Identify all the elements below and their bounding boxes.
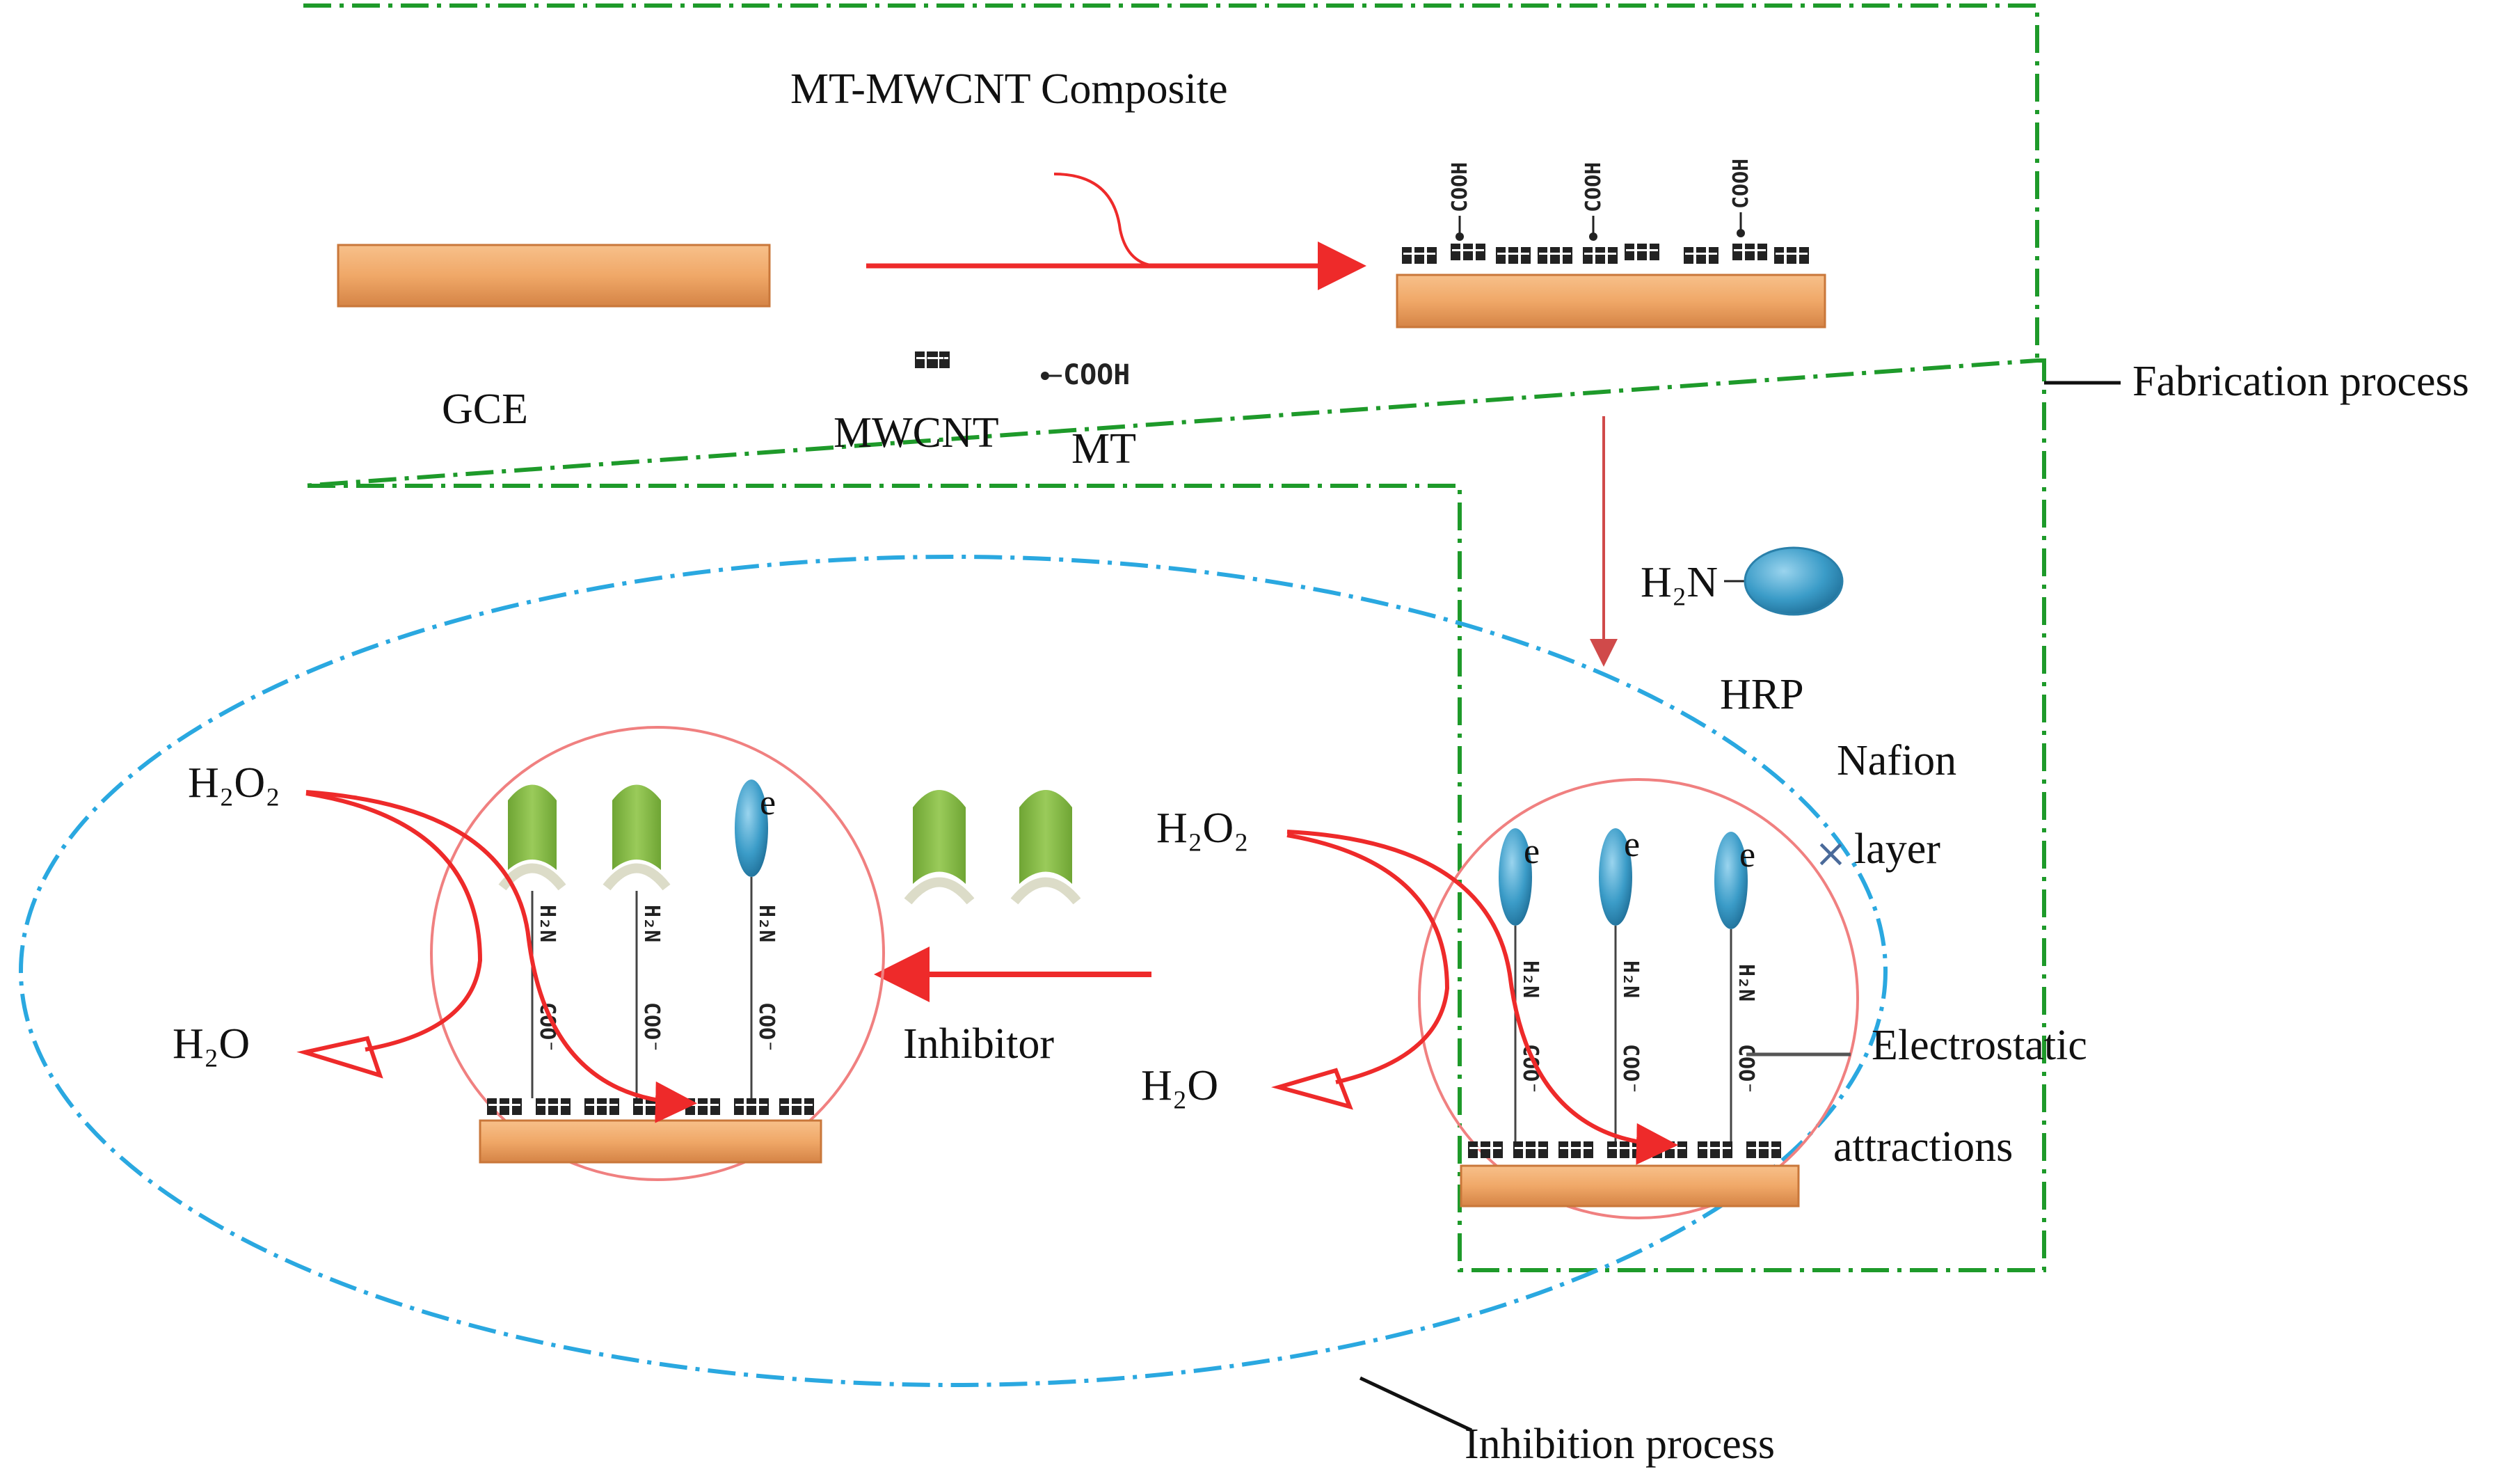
electrostatic-label: Electrostatic xyxy=(1872,1022,2087,1069)
h2o-arrow-left xyxy=(296,1036,383,1079)
svg-text:COO⁻: COO⁻ xyxy=(1618,1044,1643,1094)
nafion-label: Nafion xyxy=(1837,737,1956,784)
attractions-label: attractions xyxy=(1833,1123,2013,1171)
fabrication-process-label: Fabrication process xyxy=(2132,358,2469,405)
mt-icon-group: COOH xyxy=(1063,359,1130,391)
svg-text:H₂N: H₂N xyxy=(1518,960,1542,998)
mwcnt-layer-right xyxy=(1468,1141,1781,1158)
inhibition-process-border xyxy=(19,555,1888,1387)
svg-text:e: e xyxy=(1524,832,1540,871)
hrp-enzyme-icon xyxy=(1744,546,1844,616)
h2o-left-label: H₂O xyxy=(173,1020,250,1068)
svg-text:e: e xyxy=(760,783,776,823)
mt-chains-top: COOH COOH COOH xyxy=(1448,159,1753,241)
reaction-arrow-left xyxy=(305,790,697,1123)
mwcnt-layer-top xyxy=(1402,244,1809,264)
svg-text:COO⁻: COO⁻ xyxy=(754,1002,779,1052)
svg-text:COO⁻: COO⁻ xyxy=(639,1002,664,1052)
h2o-arrow-right xyxy=(1271,1068,1353,1110)
hrp-label: HRP xyxy=(1720,671,1804,718)
svg-text:H₂N: H₂N xyxy=(535,905,559,942)
biosensor-circle-left xyxy=(430,726,885,1181)
biosensor-circle-right xyxy=(1418,778,1859,1219)
mt-label: MT xyxy=(1071,425,1136,473)
inhibition-process-label: Inhibition process xyxy=(1465,1420,1775,1468)
active-enzyme-left-3: e H₂N COO⁻ xyxy=(735,779,779,1098)
modified-electrode xyxy=(1396,274,1826,329)
inhibition-leader-line xyxy=(1359,1376,1473,1432)
svg-text:COOH: COOH xyxy=(1729,159,1753,209)
svg-text:e: e xyxy=(1624,825,1640,864)
reaction-arrow-right xyxy=(1286,830,1678,1165)
svg-text:COOH: COOH xyxy=(1448,162,1472,212)
mwcnt-icon xyxy=(915,351,950,368)
nafion-layer-label: layer xyxy=(1854,825,1940,873)
biosensor-electrode-left xyxy=(479,1119,822,1164)
inhibitor-label: Inhibitor xyxy=(903,1020,1054,1068)
svg-text:H₂N: H₂N xyxy=(1734,964,1758,1002)
gce-label: GCE xyxy=(442,386,528,433)
svg-text:H₂N: H₂N xyxy=(754,905,779,942)
h2o2-right-label: H₂O₂ xyxy=(1156,805,1249,852)
biosensor-electrode-right xyxy=(1460,1164,1800,1208)
inhibited-enzyme-left-1: H₂N COO⁻ xyxy=(498,784,566,1098)
nafion-cross-icon: × xyxy=(1815,831,1847,876)
immobilized-enzyme-right-3: e H₂N COO⁻ xyxy=(1714,832,1758,1141)
svg-text:COOH: COOH xyxy=(1581,162,1606,212)
svg-text:e: e xyxy=(1739,835,1755,875)
hrp-amine-label: H₂N xyxy=(1641,559,1718,606)
composite-title: MT-MWCNT Composite xyxy=(790,65,1228,113)
svg-text:H₂N: H₂N xyxy=(639,905,664,942)
inhibited-enzyme-left-2: H₂N COO⁻ xyxy=(603,784,671,1098)
svg-text:H₂N: H₂N xyxy=(1618,960,1643,998)
gce-electrode xyxy=(337,244,771,308)
inhibitor-molecule-2 xyxy=(1010,790,1081,905)
immobilized-enzyme-right-2: e H₂N COO⁻ xyxy=(1599,825,1643,1141)
immobilized-enzyme-right-1: e H₂N COO⁻ xyxy=(1499,828,1542,1141)
svg-text:COO⁻: COO⁻ xyxy=(1734,1044,1758,1094)
mwcnt-label: MWCNT xyxy=(834,409,999,457)
inhibitor-molecule-1 xyxy=(904,790,975,905)
h2o-right-label: H₂O xyxy=(1141,1062,1218,1109)
mt-icon-dot xyxy=(1041,372,1049,380)
arrow-tail-curve xyxy=(1053,173,1156,267)
h2o2-left-label: H₂O₂ xyxy=(188,759,280,807)
fabrication-process-border xyxy=(303,3,2046,1272)
